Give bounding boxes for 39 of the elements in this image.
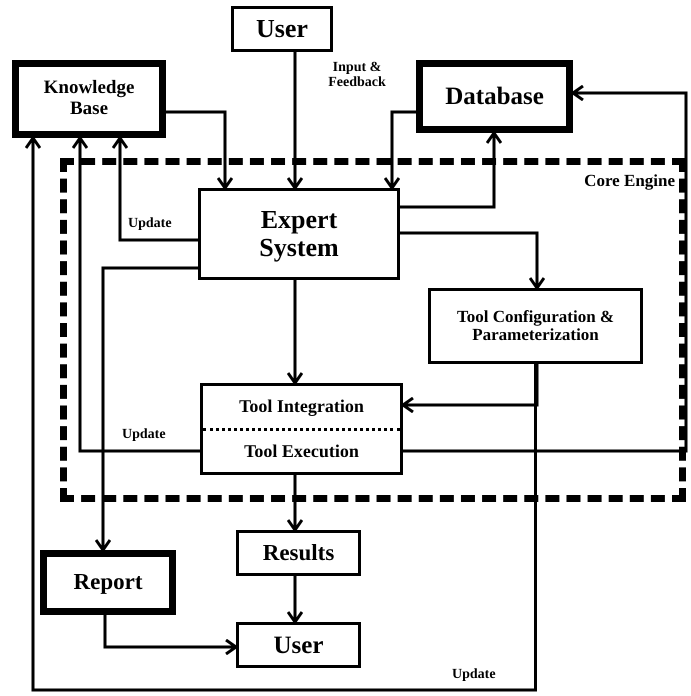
process-box [236, 530, 361, 576]
node-label: Knowledge Base [42, 78, 136, 120]
node-label: Results [262, 540, 336, 566]
group-title: Core Engine [584, 170, 676, 191]
dashed-group-boundary [60, 158, 686, 502]
arrow [286, 576, 304, 624]
arrow [286, 52, 304, 190]
process-box [236, 622, 361, 668]
node-label: User [272, 632, 324, 658]
arrow [112, 136, 198, 242]
node-label: Tool Configuration & Parameterization [456, 308, 616, 344]
node-label: Tool Integration [238, 395, 365, 418]
arrow [94, 266, 198, 552]
arrow [384, 110, 416, 190]
edge-label: Update [126, 216, 174, 232]
edge-label: Update [450, 667, 498, 682]
arrow [403, 84, 688, 452]
node-label: User [255, 14, 309, 44]
arrow [400, 132, 502, 208]
arrow [24, 136, 537, 692]
arrow [72, 136, 200, 452]
arrow [400, 232, 546, 290]
process-box [200, 383, 403, 475]
process-box [40, 550, 176, 615]
arrow [166, 110, 234, 190]
node-label: Database [444, 83, 545, 110]
edge-label: Update [120, 427, 168, 442]
node-label: Expert System [258, 206, 340, 262]
arrow [286, 280, 304, 384]
process-box [231, 6, 333, 52]
node-label: Tool Execution [203, 428, 400, 472]
arrow [402, 364, 538, 414]
process-box [12, 60, 166, 138]
process-box [198, 188, 400, 280]
process-box [416, 60, 573, 133]
arrow [286, 475, 304, 532]
arrow [104, 615, 238, 656]
node-label: Report [72, 570, 144, 595]
process-box [428, 288, 643, 364]
